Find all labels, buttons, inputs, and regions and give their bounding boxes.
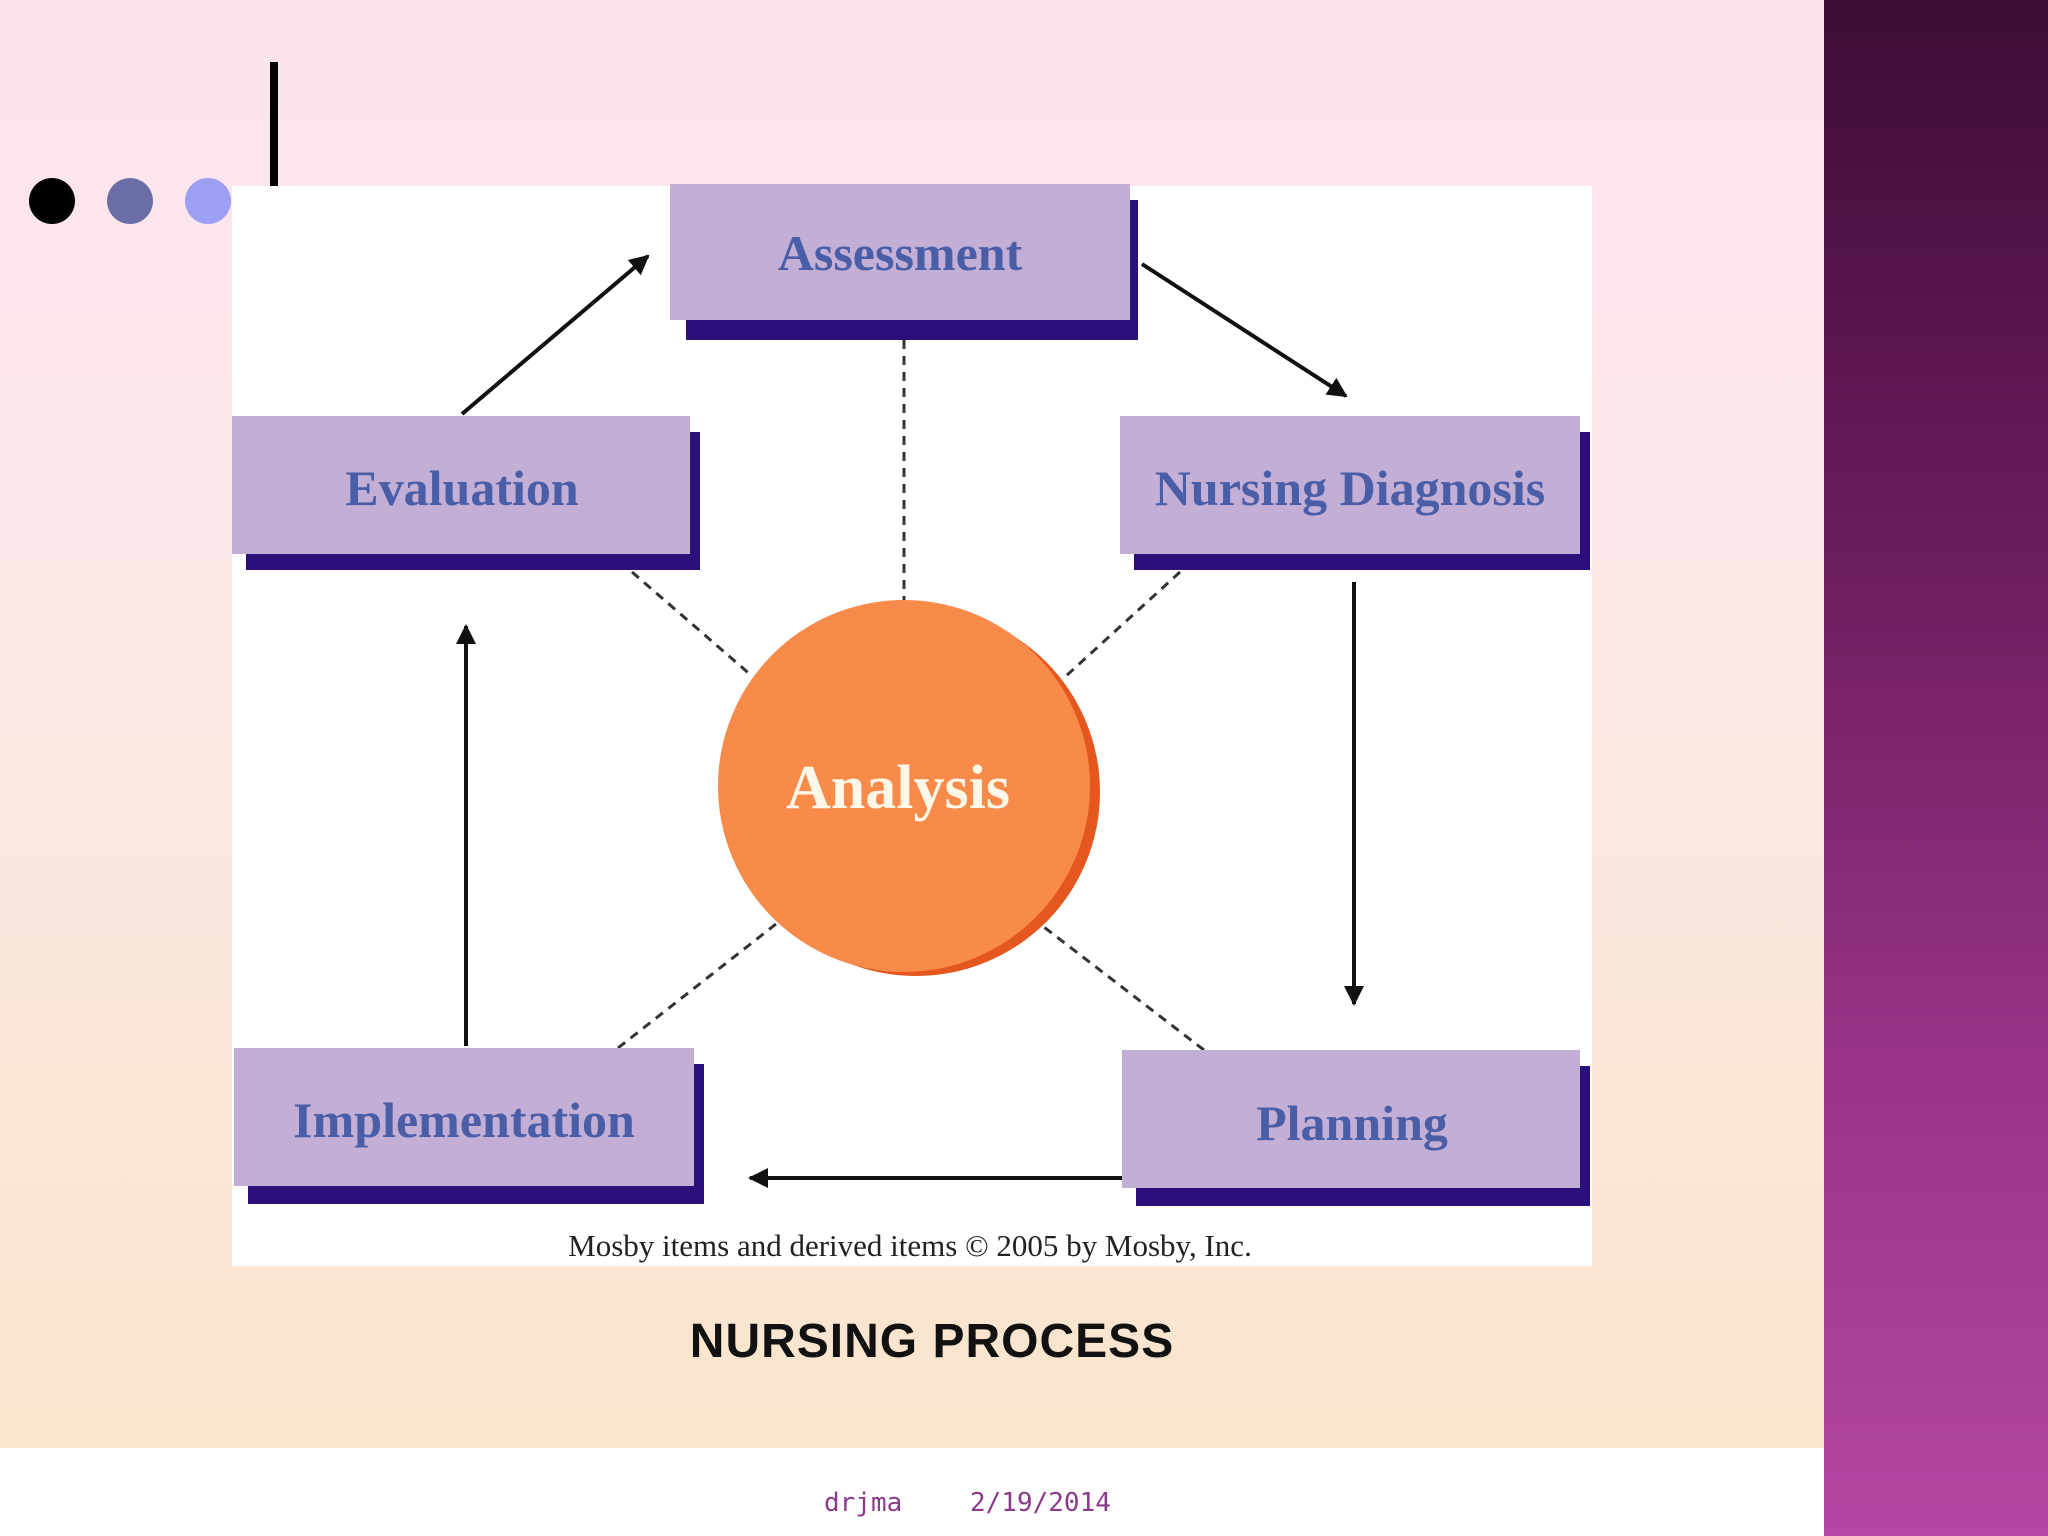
node-analysis: Analysis [718,600,1100,976]
footer-strip [0,1448,1824,1536]
bullet-dot-3 [185,178,231,224]
title-divider-line [270,62,278,186]
footer-author: drjma [824,1488,903,1518]
node-assessment-label: Assessment [778,225,1023,281]
node-evaluation: Evaluation [232,416,700,570]
copyright-notice: Mosby items and derived items © 2005 by … [568,1228,1252,1263]
node-evaluation-label: Evaluation [345,460,579,516]
connector-evaluation [631,570,753,678]
footer-date: 2/19/2014 [970,1488,1111,1518]
connector-diagnosis [1064,570,1182,678]
node-planning-label: Planning [1256,1095,1448,1151]
node-assessment: Assessment [670,184,1138,340]
arrow-assessment-to-diagnosis [1140,262,1348,398]
decorative-side-panel [1824,0,2048,1536]
node-implementation: Implementation [234,1048,704,1204]
node-nursing-diagnosis-label: Nursing Diagnosis [1155,460,1545,516]
slide-title: NURSING PROCESS [689,1315,1175,1368]
bullet-dot-1 [29,178,75,224]
node-planning: Planning [1122,1050,1590,1206]
node-analysis-label: Analysis [786,754,1010,822]
node-nursing-diagnosis: Nursing Diagnosis [1120,416,1590,570]
connector-planning [1039,922,1205,1052]
connector-implementation [617,922,777,1050]
node-implementation-label: Implementation [293,1092,635,1148]
bullet-dot-2 [107,178,153,224]
arrow-evaluation-to-assessment [460,254,650,416]
